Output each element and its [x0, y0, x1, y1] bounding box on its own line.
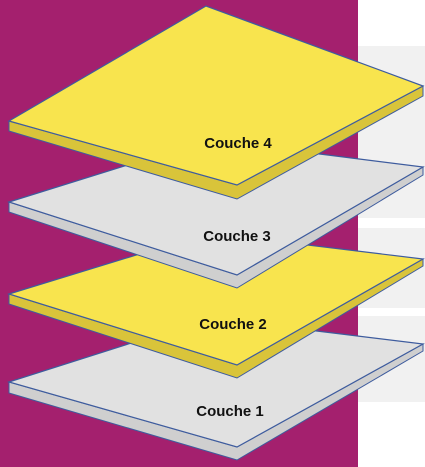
layer-couche-4-label: Couche 4 [204, 135, 272, 152]
layer-couche-1-label: Couche 1 [196, 403, 264, 420]
layer-couche-2-label: Couche 2 [199, 316, 267, 333]
layer-couche-3-label: Couche 3 [203, 228, 271, 245]
